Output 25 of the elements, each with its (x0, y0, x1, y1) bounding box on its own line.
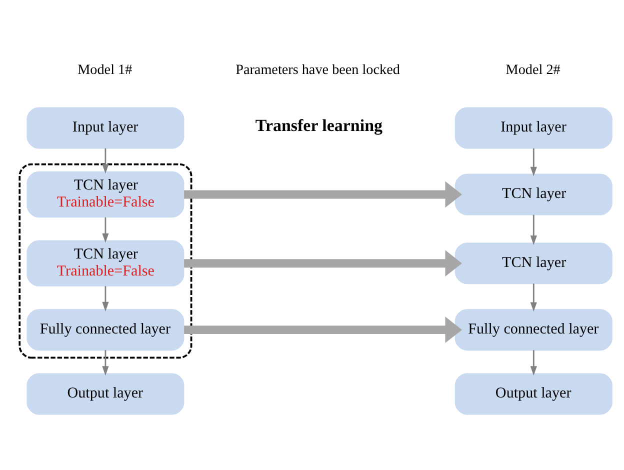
node-box: Input layer (26, 106, 184, 148)
arrow (530, 214, 537, 244)
arrow (102, 350, 109, 376)
node-box: Fully connected layer (26, 308, 184, 350)
label: Model 1# (78, 61, 132, 78)
node-box: Input layer (454, 106, 612, 148)
arrow (102, 148, 109, 174)
label: Parameters have been locked (236, 61, 400, 78)
node-box: TCN layer Trainable=False (26, 170, 184, 218)
label: Model 2# (506, 61, 560, 78)
node-box: Output layer (26, 372, 184, 414)
node-box: TCN layer Trainable=False (26, 240, 184, 286)
arrow (530, 283, 537, 312)
node-box: Output layer (454, 372, 612, 414)
arrow (184, 316, 462, 342)
arrow (184, 250, 462, 276)
arrow (102, 216, 109, 242)
node-box: Fully connected layer (454, 308, 612, 350)
node-box: TCN layer (454, 242, 612, 284)
node-box: TCN layer (454, 173, 612, 215)
arrow (102, 286, 109, 311)
arrow (530, 148, 537, 176)
arrow (530, 350, 537, 376)
arrow (184, 180, 462, 208)
label: Transfer learning (255, 116, 383, 135)
